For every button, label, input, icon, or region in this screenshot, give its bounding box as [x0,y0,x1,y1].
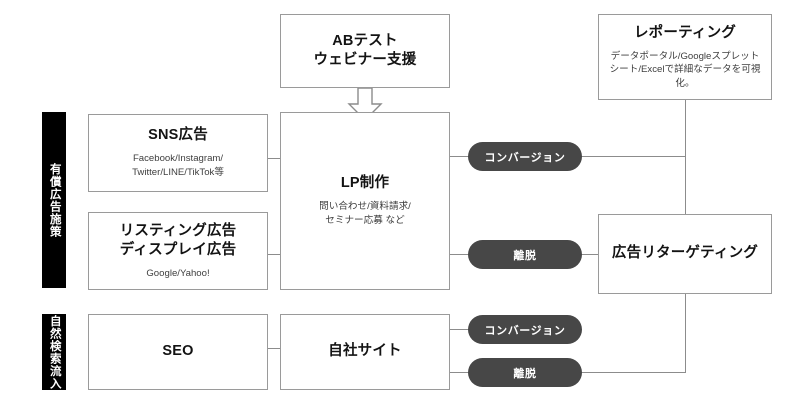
box-lp-production-sub-line2: セミナー応募 など [325,215,405,227]
box-own-site[interactable]: 自社サイト [280,314,450,390]
band-organic-search-label: 自然検索流入 [48,314,61,390]
connector-exit-bottom-to-trunk [580,372,686,373]
connector-lp-to-cv-top [450,156,470,157]
connector-retargeting-down [685,294,686,372]
box-ab-test[interactable]: ABテスト ウェビナー支援 [280,14,450,88]
box-reporting-title: レポーティング [633,24,737,41]
box-lp-production[interactable]: LP制作 問い合わせ/資料請求/ セミナー応募 など [280,112,450,290]
box-seo-title: SEO [162,343,194,360]
connector-lp-to-exit-top [450,254,470,255]
pill-exit-bottom[interactable]: 離脱 [468,358,582,387]
box-sns-ads-sub-line2: Twitter/LINE/TikTok等 [132,167,224,179]
box-reporting[interactable]: レポーティング データポータル/Googleスプレット シート/Excelで詳細… [598,14,772,100]
box-sns-ads-sub-line1: Facebook/Instagram/ [132,153,224,165]
connector-seo-to-ownsite [268,348,282,349]
connector-ownsite-to-exit-bottom [450,372,470,373]
pill-exit-top-label: 離脱 [513,249,537,262]
pill-conversion-bottom-label: コンバージョン [484,324,566,337]
box-ad-retargeting-title: 広告リターゲティング [611,245,759,262]
band-paid-advertising: 有償広告施策 [42,112,66,288]
connector-cv-top-to-trunk [580,156,686,157]
box-listing-display-ads[interactable]: リスティング広告 ディスプレイ広告 Google/Yahoo! [88,212,268,290]
connector-reporting-trunk [685,100,686,215]
box-reporting-sub-line1: データポータル/Googleスプレット [610,50,760,62]
band-organic-search: 自然検索流入 [42,314,66,390]
connector-exit-top-to-retargeting [580,254,600,255]
box-listing-display-ads-title-line1: リスティング広告 [119,222,237,239]
box-ad-retargeting[interactable]: 広告リターゲティング [598,214,772,294]
box-sns-ads[interactable]: SNS広告 Facebook/Instagram/ Twitter/LINE/T… [88,114,268,192]
box-ab-test-title-line2: ウェビナー支援 [313,52,417,68]
box-listing-display-ads-title-line2: ディスプレイ広告 [119,241,237,258]
box-reporting-sub-line2: シート/Excelで詳細なデータを可視化。 [609,64,761,89]
box-listing-display-ads-sub: Google/Yahoo! [146,267,210,279]
pill-conversion-top[interactable]: コンバージョン [468,142,582,171]
pill-conversion-top-label: コンバージョン [484,151,566,164]
box-seo[interactable]: SEO [88,314,268,390]
connector-ownsite-to-cv-bottom [450,329,470,330]
pill-exit-top[interactable]: 離脱 [468,240,582,269]
box-lp-production-sub-line1: 問い合わせ/資料請求/ [319,201,411,213]
box-ab-test-title-line1: ABテスト [332,32,398,49]
box-lp-production-title: LP制作 [340,175,390,192]
pill-exit-bottom-label: 離脱 [513,367,537,380]
connector-sns-to-lp [268,158,282,159]
band-paid-advertising-label: 有償広告施策 [48,162,61,238]
connector-listing-to-lp [268,254,282,255]
box-sns-ads-title: SNS広告 [148,127,208,144]
box-own-site-title: 自社サイト [328,343,402,360]
pill-conversion-bottom[interactable]: コンバージョン [468,315,582,344]
